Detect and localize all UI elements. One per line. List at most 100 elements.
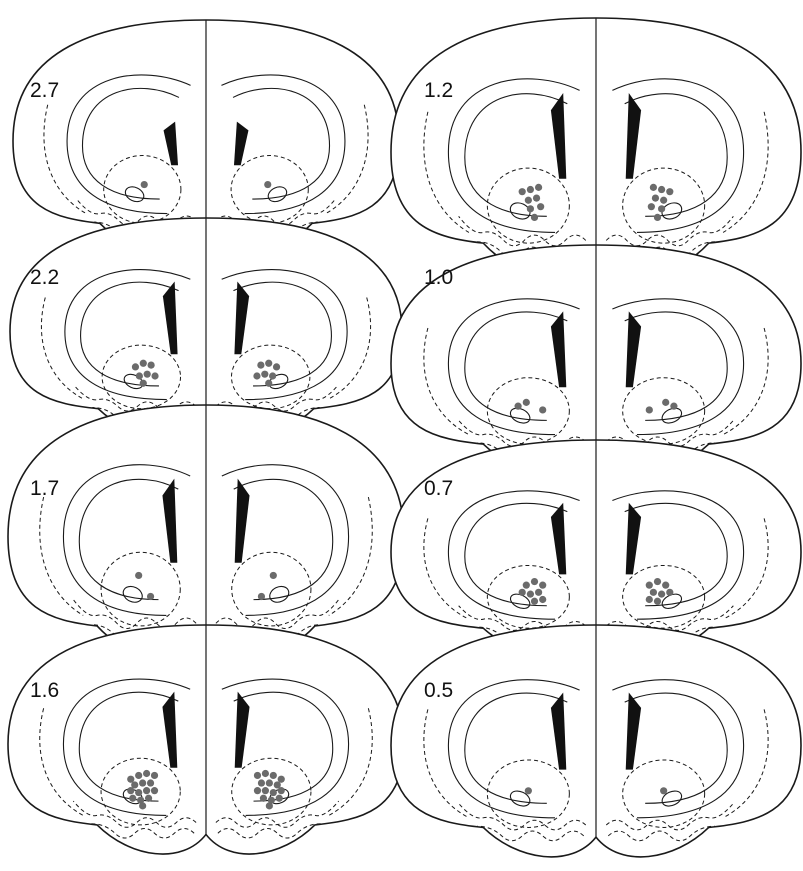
injection-site-dot [266,802,273,809]
injection-site-dot [527,205,534,212]
injection-site-dot [151,772,158,779]
injection-site-dot [531,214,538,221]
section-2-2: 2.2 [10,218,402,436]
injection-site-dot [262,770,269,777]
injection-site-dot [523,399,530,406]
injection-site-dot [646,596,653,603]
injection-site-dot [525,787,532,794]
injection-site-dot [127,787,134,794]
injection-site-dot [666,188,673,195]
section-label: 1.6 [30,679,59,702]
injection-site-dot [519,188,526,195]
injection-site-dot [265,380,272,387]
injection-site-dot [276,795,283,802]
section-label: 2.2 [30,266,59,289]
injection-site-dot [257,361,264,368]
injection-site-dot [135,789,142,796]
injection-site-dot [670,403,677,410]
injection-site-dot [525,197,532,204]
injection-site-dot [270,772,277,779]
injection-site-dot [535,589,542,596]
injection-site-dot [527,591,534,598]
injection-site-dot [523,582,530,589]
section-label: 2.7 [30,79,59,102]
injection-site-dot [531,598,538,605]
injection-site-dot [658,205,665,212]
injection-site-dot [539,582,546,589]
left-column: 2.7 2.2 1.7 1.6 [8,20,404,854]
injection-site-dot [261,371,268,378]
injection-site-dot [136,372,143,379]
injection-site-dot [139,802,146,809]
injection-site-dot [648,203,655,210]
injection-site-dot [646,582,653,589]
injection-site-dot [269,372,276,379]
section-0-7: 0.7 [391,440,801,656]
injection-site-dot [515,403,522,410]
injection-site-dot [254,787,261,794]
injection-site-dot [147,779,154,786]
section-1-2: 1.2 [391,18,801,276]
injection-site-dot [265,360,272,367]
injection-site-dot [145,795,152,802]
section-label: 1.7 [30,477,59,500]
injection-site-dot [519,589,526,596]
right-column: 1.2 1.0 0.7 0.5 [391,18,801,857]
section-1-0: 1.0 [391,245,801,473]
injection-site-dot [266,779,273,786]
injection-site-dot [148,361,155,368]
injection-site-dot [264,181,271,188]
section-label: 0.5 [424,679,453,702]
injection-site-dot [660,787,667,794]
injection-site-dot [539,406,546,413]
injection-site-dot [132,363,139,370]
injection-site-dot [144,371,151,378]
injection-site-dot [539,596,546,603]
injection-site-dot [147,593,154,600]
injection-site-dot [662,399,669,406]
injection-site-dot [531,578,538,585]
injection-site-dot [527,186,534,193]
injection-site-dot [143,770,150,777]
injection-site-dot [151,787,158,794]
injection-site-dot [129,795,136,802]
injection-site-dot [262,787,269,794]
injection-site-dot [660,197,667,204]
injection-site-dot [260,795,267,802]
injection-site-dot [654,214,661,221]
injection-site-dot [658,591,665,598]
injection-site-dot [646,406,653,413]
injection-site-dot [140,380,147,387]
injection-site-dot [535,184,542,191]
injection-site-dot [652,194,659,201]
injection-site-dot [139,779,146,786]
injection-site-dot [270,572,277,579]
injection-site-dot [537,203,544,210]
injection-site-dot [258,779,265,786]
injection-site-dot [650,184,657,191]
injection-site-dot [270,789,277,796]
injection-site-dot [143,787,150,794]
injection-site-dot [666,589,673,596]
injection-site-dot [273,363,280,370]
injection-site-dot [135,772,142,779]
section-label: 1.0 [424,266,453,289]
injection-site-dot [151,372,158,379]
injection-site-dot [650,589,657,596]
injection-site-dot [254,772,261,779]
section-1-6: 1.6 [8,625,404,854]
injection-site-dot [654,598,661,605]
injection-site-dot [658,186,665,193]
injection-site-dot [533,194,540,201]
injection-site-dot [278,787,285,794]
section-1-7: 1.7 [8,405,404,658]
injection-site-dot [140,360,147,367]
section-label: 1.2 [424,79,453,102]
section-0-5: 0.5 [391,625,801,857]
section-label: 0.7 [424,477,453,500]
injection-site-dot [135,572,142,579]
injection-site-dot [258,593,265,600]
injection-site-dot [662,582,669,589]
injection-site-dot [141,181,148,188]
